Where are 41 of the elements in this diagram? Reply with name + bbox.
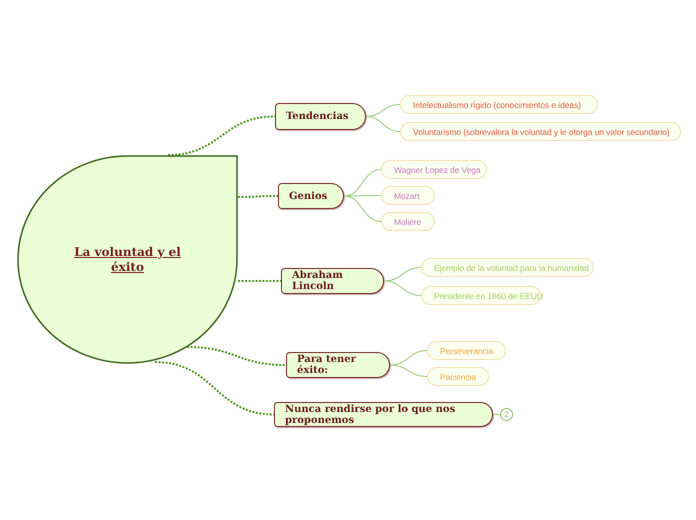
topic-label: Para tener éxito:	[297, 354, 357, 376]
topic-box	[281, 268, 384, 294]
subtopic-box	[381, 212, 435, 231]
count-number: 2	[504, 410, 509, 419]
subtopic-box	[427, 367, 489, 386]
topic-box	[274, 402, 493, 427]
topic-label: Paciencia	[440, 372, 476, 382]
topic-label: Mozart	[394, 190, 420, 200]
subtopic-box	[381, 186, 435, 205]
topic-label: Wagner Lopez de Vega	[394, 164, 481, 174]
connector-line	[492, 414, 500, 415]
count-badge	[500, 408, 513, 421]
topic-label: Perseverancia	[440, 346, 494, 356]
topic-label: Ejemplo de la voluntad para la humanidad	[434, 262, 589, 272]
topic-title: La voluntad y el éxito	[73, 244, 182, 274]
topic-label: Presidente en 1860 de EEUU	[434, 290, 543, 300]
topic-label: Tendencias	[286, 111, 349, 122]
connector-line	[154, 361, 274, 416]
subtopic-box	[421, 258, 594, 277]
connector-line	[366, 116, 400, 132]
connector-line	[384, 280, 422, 296]
connector-line	[238, 195, 278, 198]
connector-line	[168, 116, 276, 156]
topic-box	[278, 183, 344, 209]
subtopic-box	[400, 122, 681, 141]
topic-label: Voluntarismo (sobrevalora la voluntad y le otorga un valor secundario)	[413, 126, 670, 136]
connector-line	[186, 346, 286, 366]
topic-label: Abraham Lincoln	[292, 270, 344, 292]
topic-label: Intelectualismo rígido (conocimientos e ideas)	[413, 100, 581, 110]
subtopic-box	[427, 341, 506, 360]
subtopic-box	[400, 95, 598, 114]
topic-label: Genios	[289, 190, 328, 202]
connector-line	[238, 280, 281, 282]
topic-label: Moliere	[394, 216, 422, 226]
topic-box	[275, 103, 366, 130]
topic-box	[286, 352, 390, 378]
topic-label: Nunca rendirse por lo que nos proponemos	[285, 404, 456, 426]
subtopic-box	[421, 286, 541, 305]
subtopic-box	[381, 160, 487, 179]
connector-line	[390, 364, 428, 377]
connector-line	[344, 196, 382, 222]
